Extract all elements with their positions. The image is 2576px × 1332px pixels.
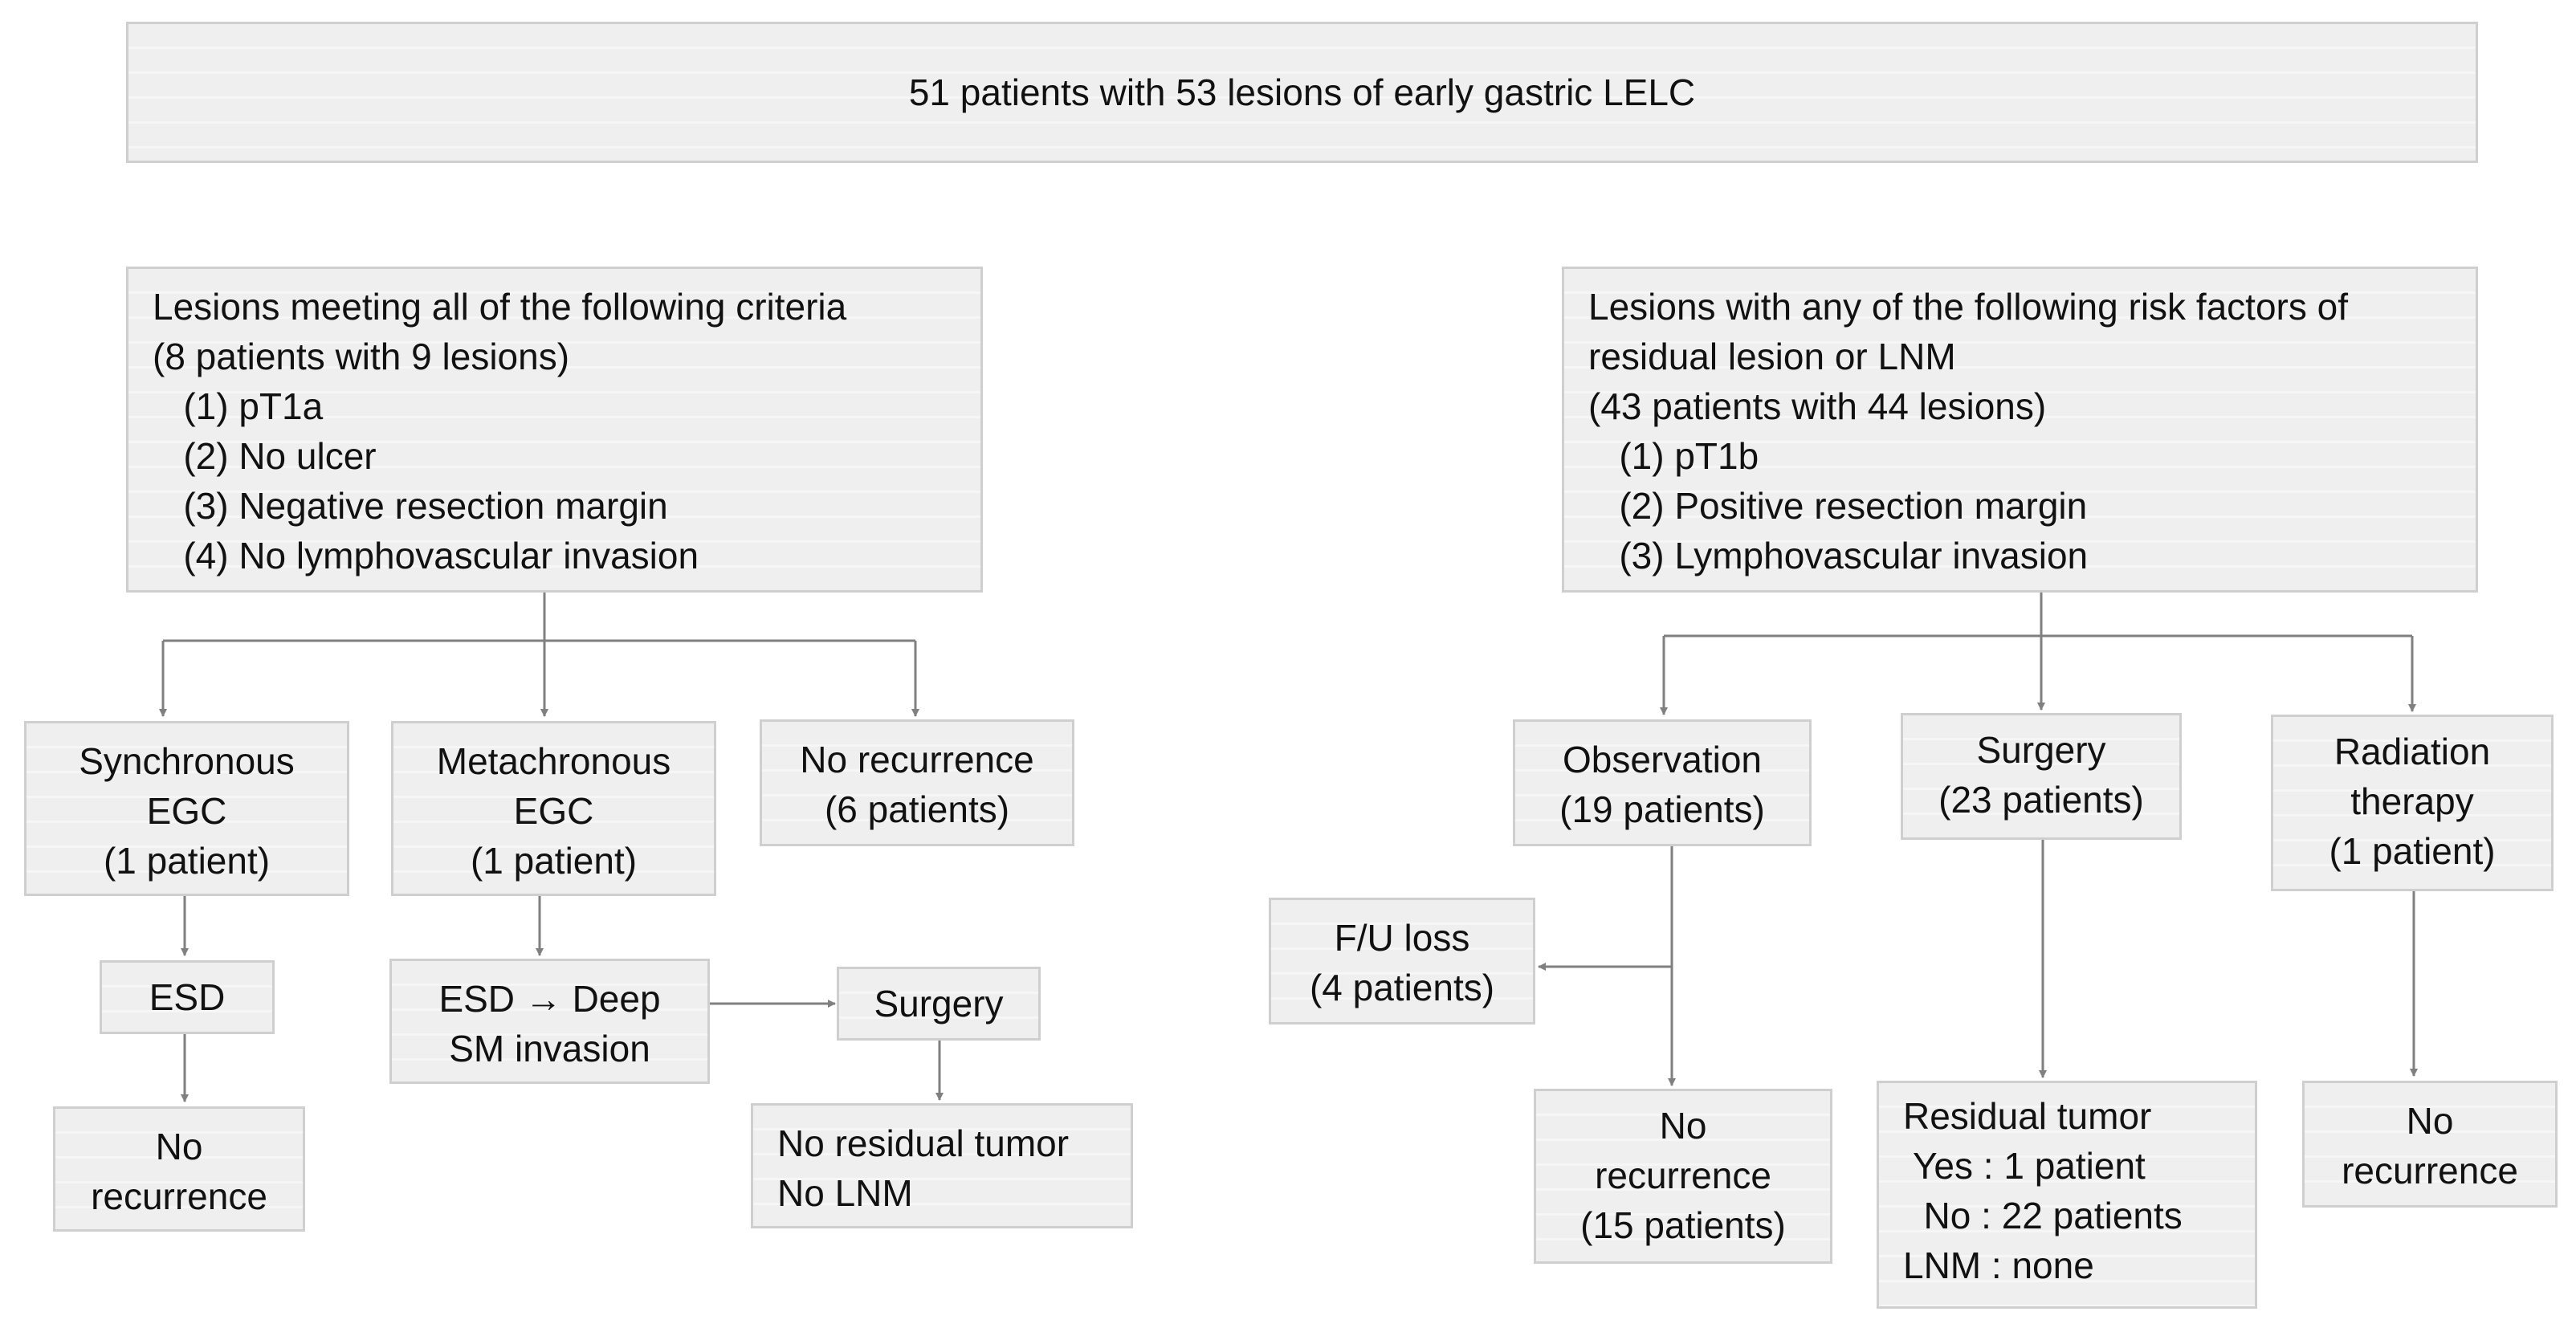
right-criteria-box: Lesions with any of the following risk f…	[1562, 267, 2478, 593]
fu-loss-line-2: (4 patients)	[1309, 967, 1495, 1008]
metachronous-egc-box: Metachronous EGC (1 patient)	[391, 721, 716, 896]
observation-line-2: (19 patients)	[1559, 788, 1765, 830]
right-criteria-line-5: (2) Positive resection margin	[1588, 485, 2088, 527]
fu-loss-box: F/U loss (4 patients)	[1269, 898, 1535, 1024]
no-recurrence-6-line-2: (6 patients)	[824, 788, 1010, 830]
metachronous-line-3: (1 patient)	[470, 840, 638, 882]
top-summary-text: 51 patients with 53 lesions of early gas…	[908, 71, 1696, 113]
left-criteria-line-5: (3) Negative resection margin	[153, 485, 668, 527]
radiation-therapy-box: Radiation therapy (1 patient)	[2271, 715, 2554, 891]
synchronous-line-3: (1 patient)	[103, 840, 271, 882]
no-recurrence-6-box: No recurrence (6 patients)	[760, 719, 1074, 846]
surgery-right-line-1: Surgery	[1976, 729, 2106, 771]
no-recurrence-right-line-1: No	[2406, 1100, 2454, 1142]
no-recurrence-15-line-2: recurrence	[1595, 1155, 1771, 1196]
no-residual-line-1: No residual tumor	[777, 1122, 1070, 1164]
radiation-line-1: Radiation	[2333, 731, 2491, 772]
synchronous-line-1: Synchronous	[79, 740, 295, 782]
synchronous-line-2: EGC	[146, 790, 227, 832]
left-criteria-line-4: (2) No ulcer	[153, 435, 377, 477]
no-recurrence-15-box: No recurrence (15 patients)	[1534, 1089, 1832, 1264]
left-criteria-line-6: (4) No lymphovascular invasion	[153, 535, 699, 576]
radiation-line-3: (1 patient)	[2329, 830, 2496, 872]
left-criteria-line-1: Lesions meeting all of the following cri…	[153, 286, 847, 328]
top-summary-box: 51 patients with 53 lesions of early gas…	[126, 22, 2478, 163]
right-criteria-line-2: residual lesion or LNM	[1588, 336, 1956, 377]
residual-tumor-line-3: No : 22 patients	[1903, 1195, 2183, 1236]
residual-tumor-line-1: Residual tumor	[1903, 1095, 2152, 1137]
right-criteria-line-1: Lesions with any of the following risk f…	[1588, 286, 2349, 328]
observation-box: Observation (19 patients)	[1513, 719, 1812, 846]
synchronous-egc-box: Synchronous EGC (1 patient)	[24, 721, 349, 896]
left-criteria-line-3: (1) pT1a	[153, 385, 324, 427]
no-recurrence-15-line-3: (15 patients)	[1580, 1204, 1786, 1246]
left-criteria-line-2: (8 patients with 9 lesions)	[153, 336, 570, 377]
esd-line-1: ESD	[149, 976, 226, 1018]
no-recurrence-left-line-1: No	[155, 1126, 203, 1167]
metachronous-line-2: EGC	[513, 790, 594, 832]
no-residual-line-2: No LNM	[777, 1172, 913, 1214]
esd-box: ESD	[100, 960, 275, 1034]
surgery-right-box: Surgery (23 patients)	[1901, 713, 2182, 840]
no-recurrence-left-box: No recurrence	[53, 1106, 305, 1232]
esd-deep-line-1: ESD → Deep	[438, 978, 661, 1020]
no-recurrence-right-line-2: recurrence	[2342, 1150, 2518, 1191]
no-recurrence-left-line-2: recurrence	[91, 1175, 267, 1217]
right-criteria-line-3: (43 patients with 44 lesions)	[1588, 385, 2047, 427]
left-criteria-box: Lesions meeting all of the following cri…	[126, 267, 983, 593]
surgery-left-line-1: Surgery	[874, 983, 1004, 1024]
surgery-left-box: Surgery	[837, 967, 1041, 1041]
surgery-right-line-2: (23 patients)	[1938, 779, 2144, 821]
metachronous-line-1: Metachronous	[436, 740, 671, 782]
no-residual-box: No residual tumor No LNM	[751, 1103, 1133, 1228]
fu-loss-line-1: F/U loss	[1334, 917, 1470, 959]
no-recurrence-6-line-1: No recurrence	[800, 739, 1034, 780]
residual-tumor-line-4: LNM : none	[1903, 1244, 2094, 1286]
right-criteria-line-6: (3) Lymphovascular invasion	[1588, 535, 2089, 576]
right-criteria-line-4: (1) pT1b	[1588, 435, 1759, 477]
radiation-line-2: therapy	[2350, 780, 2474, 822]
no-recurrence-right-box: No recurrence	[2302, 1081, 2558, 1208]
esd-deep-sm-box: ESD → Deep SM invasion	[389, 959, 710, 1084]
residual-tumor-box: Residual tumor Yes : 1 patient No : 22 p…	[1877, 1081, 2257, 1309]
residual-tumor-line-2: Yes : 1 patient	[1903, 1145, 2146, 1187]
esd-deep-line-2: SM invasion	[449, 1028, 650, 1069]
no-recurrence-15-line-1: No	[1659, 1105, 1707, 1147]
observation-line-1: Observation	[1562, 739, 1762, 780]
